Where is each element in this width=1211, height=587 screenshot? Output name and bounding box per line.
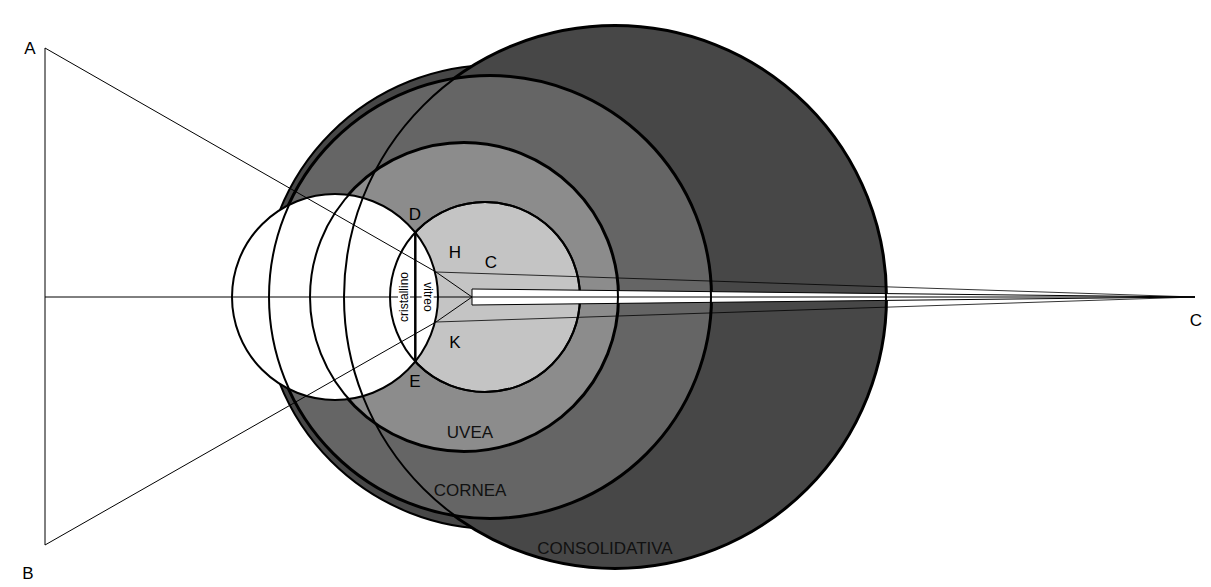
layer-outline-circle xyxy=(269,76,711,518)
layer-name: CORNEA xyxy=(434,482,507,499)
point-letter: C xyxy=(1190,312,1202,329)
visual-axis xyxy=(45,297,1195,298)
part-name: vitreo xyxy=(422,281,434,312)
layer-outline-circle xyxy=(344,26,886,568)
upper-inner-ray xyxy=(436,272,1195,297)
layer-outline-circle xyxy=(310,143,618,451)
layer-name: UVEA xyxy=(447,424,493,441)
layer-outline xyxy=(268,75,712,519)
upper-ray xyxy=(45,48,472,297)
object-line xyxy=(45,48,46,545)
layer-circle: UVEA xyxy=(309,142,619,452)
point-letter: C xyxy=(485,254,497,271)
point-letter: E xyxy=(409,373,420,390)
point-letter: B xyxy=(22,565,33,582)
part-name: cristallino xyxy=(398,271,410,323)
layer-name: CONSOLIDATIVA xyxy=(537,540,672,557)
lower-inner-ray xyxy=(436,297,1195,322)
point-letter: H xyxy=(449,244,461,261)
point-letter: D xyxy=(409,206,421,223)
point-letter: A xyxy=(24,40,35,57)
point-letter: K xyxy=(449,334,460,351)
layer-circle: CORNEA UVEA xyxy=(268,75,712,519)
layer-outline xyxy=(309,142,619,452)
lower-ray xyxy=(45,297,472,545)
